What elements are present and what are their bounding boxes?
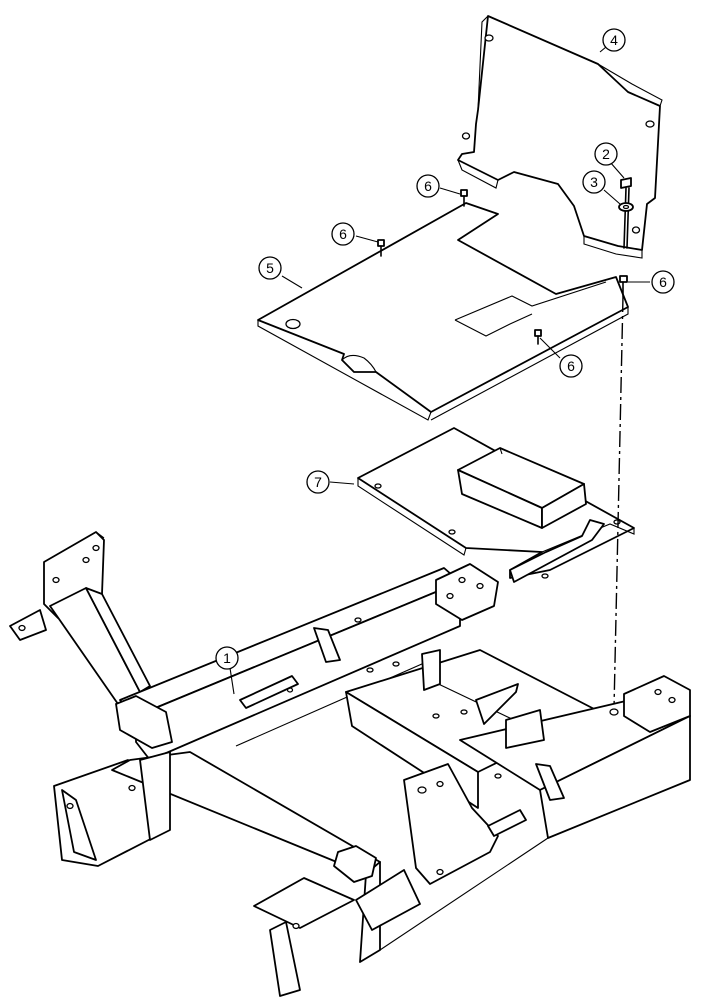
part-1-main-frame bbox=[9, 531, 691, 997]
callout-5 bbox=[258, 256, 282, 280]
callout-1 bbox=[215, 646, 239, 670]
part-3-washer bbox=[618, 202, 634, 212]
callout-2 bbox=[594, 142, 618, 166]
callout-6-right-label: 6 bbox=[659, 274, 667, 290]
callout-6-lower-label: 6 bbox=[567, 358, 575, 374]
callouts: 4 2 3 6 6 6 6 5 7 1 bbox=[215, 28, 675, 695]
callout-6-right bbox=[651, 270, 675, 294]
part-4-panel bbox=[457, 15, 663, 259]
part-2-bolt bbox=[620, 177, 632, 249]
callout-5-label: 5 bbox=[266, 260, 274, 276]
callout-6-top-label: 6 bbox=[424, 178, 432, 194]
callout-4 bbox=[602, 28, 626, 52]
callout-7 bbox=[306, 470, 330, 494]
callout-6-left-label: 6 bbox=[339, 226, 347, 242]
alignment-line bbox=[613, 295, 624, 709]
callout-6-left bbox=[331, 222, 355, 246]
callout-6-top bbox=[416, 174, 440, 198]
callout-3-label: 3 bbox=[590, 174, 598, 190]
part-5-floor-plate bbox=[257, 202, 629, 421]
callout-3 bbox=[582, 170, 606, 194]
callout-1-label: 1 bbox=[223, 650, 231, 666]
callout-7-label: 7 bbox=[314, 474, 322, 490]
callout-6-lower bbox=[559, 354, 583, 378]
part-7-console-plate bbox=[357, 427, 635, 583]
part-6-nuts bbox=[377, 189, 628, 345]
callout-4-label: 4 bbox=[610, 32, 618, 48]
callout-2-label: 2 bbox=[602, 146, 610, 162]
